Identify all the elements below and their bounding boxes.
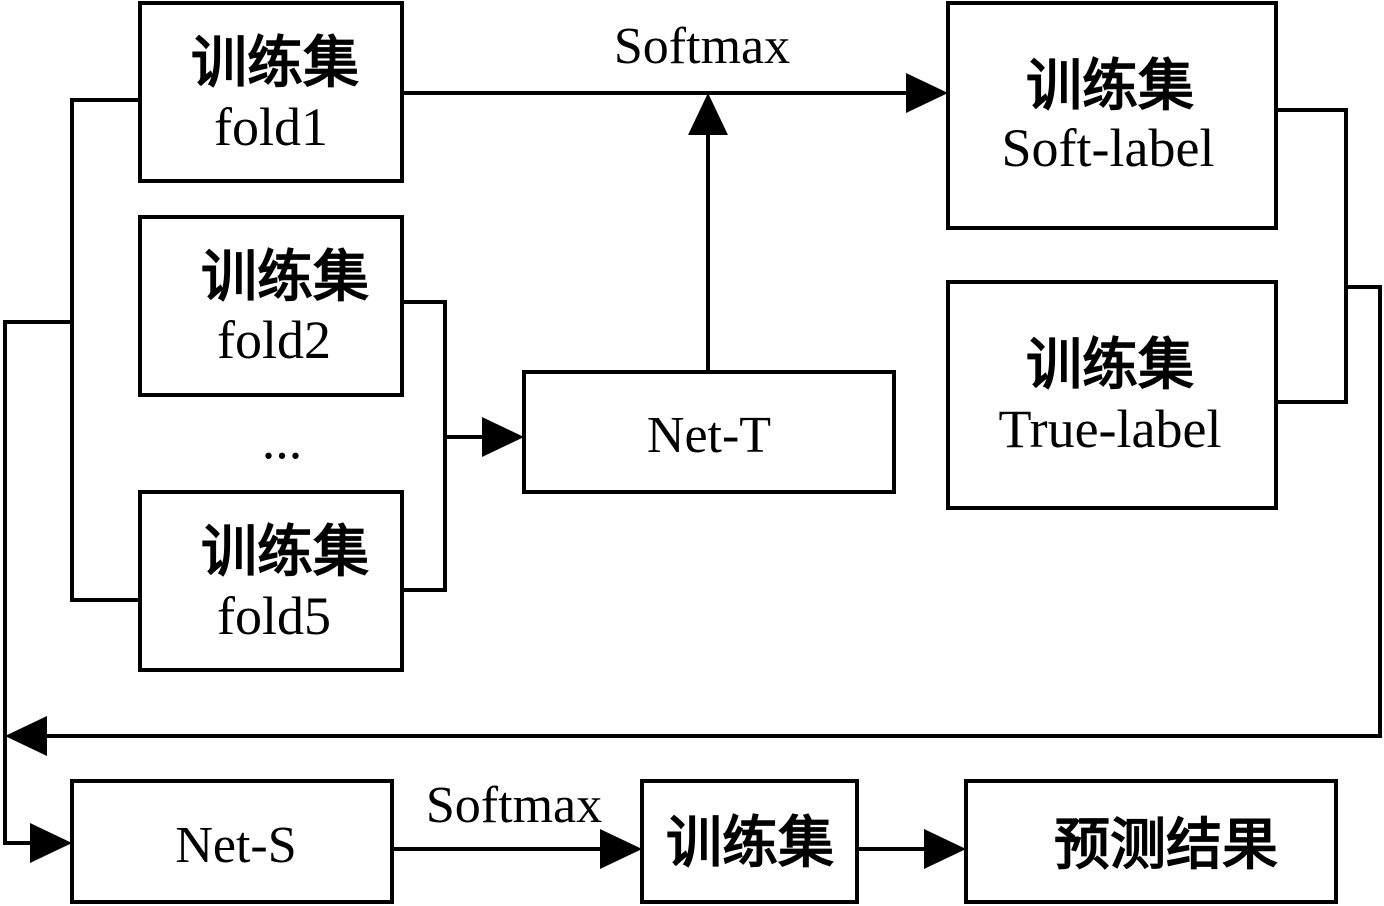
fold5-subtitle: fold5	[217, 586, 331, 646]
fold2-subtitle: fold2	[217, 310, 331, 370]
box-train-set-output: 训练集	[640, 779, 859, 904]
label-bracket-line	[1277, 108, 1348, 404]
arrow-into-prediction	[924, 829, 966, 869]
arrow-into-soft-label	[906, 73, 948, 113]
box-net-s: Net-S	[70, 779, 394, 904]
rail-to-net-s-line	[3, 736, 32, 845]
fold2-title: 训练集	[201, 244, 369, 310]
fold1-title: 训练集	[191, 30, 359, 96]
box-fold5: 训练集 fold5	[138, 490, 404, 672]
fold1-subtitle: fold1	[214, 97, 328, 157]
arrow-feedback-left	[5, 716, 47, 756]
fold-bracket-line	[403, 300, 447, 592]
fold5-title: 训练集	[201, 519, 369, 585]
softmax-bottom-label: Softmax	[426, 777, 602, 834]
arrow-into-train-set	[600, 829, 642, 869]
box-fold1: 训练集 fold1	[138, 1, 404, 183]
soft-label-subtitle: Soft-label	[1002, 118, 1215, 178]
left-bracket-line	[70, 98, 140, 602]
net-s-label: Net-S	[175, 817, 296, 874]
soft-label-title: 训练集	[1026, 53, 1194, 119]
bracket-to-rail-line	[3, 320, 72, 736]
box-fold2: 训练集 fold2	[138, 215, 404, 397]
prediction-label: 预测结果	[1054, 812, 1278, 878]
net-t-label: Net-T	[647, 407, 771, 464]
box-true-label: 训练集 True-label	[946, 280, 1278, 510]
arrow-into-net-t	[482, 417, 524, 457]
arrowheads	[5, 73, 966, 869]
feedback-line	[45, 285, 1382, 738]
box-soft-label: 训练集 Soft-label	[946, 1, 1278, 230]
train-set-output-label: 训练集	[666, 810, 834, 876]
arrow-into-net-s	[30, 823, 72, 863]
connectors	[3, 91, 1382, 851]
softmax-top-label: Softmax	[614, 18, 790, 75]
box-net-t: Net-T	[522, 370, 896, 494]
folds-ellipsis: ...	[262, 410, 303, 470]
arrow-up-to-softmax	[688, 93, 728, 135]
true-label-subtitle: True-label	[999, 399, 1222, 459]
true-label-title: 训练集	[1026, 332, 1194, 398]
box-prediction: 预测结果	[964, 779, 1338, 904]
